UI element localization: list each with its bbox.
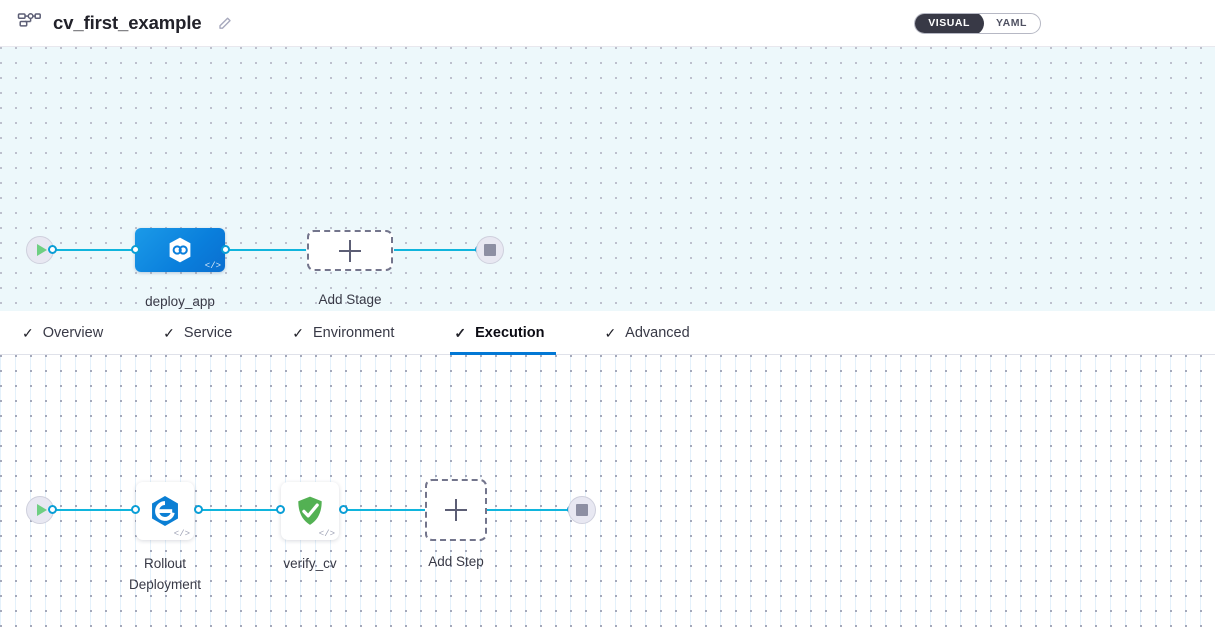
execution-end-node[interactable] [568,496,596,524]
port-exec-start-out[interactable] [48,505,57,514]
tab-overview[interactable]: ✓ Overview [18,311,125,354]
rollout-deployment-icon [147,493,183,529]
tab-label-execution: Execution [475,324,545,341]
toggle-visual[interactable]: VISUAL [915,14,985,33]
tab-environment[interactable]: ✓ Environment [288,311,416,354]
check-icon: ✓ [454,324,467,341]
harness-cd-hexagon-icon [165,235,195,265]
view-mode-toggle[interactable]: VISUAL YAML [914,13,1041,34]
pipeline-end-node[interactable] [476,236,504,264]
tab-label-environment: Environment [313,324,395,341]
port-rollout-out[interactable] [194,505,203,514]
page-title: cv_first_example [53,12,202,33]
step-label-verify-cv: verify_cv [283,556,337,571]
check-icon: ✓ [22,324,34,341]
link-verify-to-addstep [343,509,425,511]
code-badge-verify-cv: </> [318,529,335,539]
stage-config-tabs[interactable]: ✓ Overview ✓ Service ✓ Environment ✓ Exe… [0,311,1215,355]
code-badge-rollout: </> [173,529,190,539]
link-addstep-to-end [487,509,573,511]
plus-icon [445,499,467,521]
link-addstage-to-end [394,249,480,251]
tab-label-service: Service [183,324,233,341]
link-rollout-to-verify [198,509,284,511]
step-label-rollout-deployment: Rollout Deployment [128,556,202,592]
link-start-to-deploy [52,249,138,251]
tab-service[interactable]: ✓ Service [159,311,254,354]
port-start-out[interactable] [48,245,57,254]
stop-icon [568,496,596,524]
add-step-label: Add Step [428,554,484,569]
header-left-group: cv_first_example [16,10,234,36]
green-shield-check-icon [292,493,328,529]
link-start-to-rollout [52,509,138,511]
stop-icon [476,236,504,264]
plus-icon [339,239,361,262]
tab-execution[interactable]: ✓ Execution [450,311,566,355]
port-verify-in[interactable] [276,505,285,514]
toggle-yaml[interactable]: YAML [996,17,1027,29]
add-step-button[interactable] [425,479,487,541]
app-header: cv_first_example VISUAL YAML [0,0,1215,47]
port-verify-out[interactable] [339,505,348,514]
tab-label-overview: Overview [42,324,104,341]
code-badge-deploy-app: </> [204,261,221,271]
step-node-verify-cv[interactable]: </> [281,482,339,540]
add-stage-label: Add Stage [318,292,382,307]
tab-advanced[interactable]: ✓ Advanced [600,311,711,354]
tab-label-advanced: Advanced [625,324,690,341]
check-icon: ✓ [163,324,175,341]
port-deploy-in[interactable] [131,245,140,254]
check-icon: ✓ [292,324,304,341]
stage-node-deploy-app[interactable]: </> [135,228,225,272]
step-node-rollout-deployment[interactable]: </> [136,482,194,540]
pipeline-diagram-icon [16,10,42,36]
pencil-edit-icon[interactable] [217,15,234,32]
stage-label-deploy-app: deploy_app [145,294,215,309]
link-deploy-to-addstage [224,249,306,251]
check-icon: ✓ [604,324,617,341]
port-rollout-in[interactable] [131,505,140,514]
add-stage-button[interactable] [307,230,393,271]
stage-graph-canvas[interactable]: </> deploy_app Add Stage [0,47,1215,311]
execution-graph-canvas[interactable]: </> Rollout Deployment </> verify_cv Add… [0,355,1215,627]
port-deploy-out[interactable] [221,245,230,254]
